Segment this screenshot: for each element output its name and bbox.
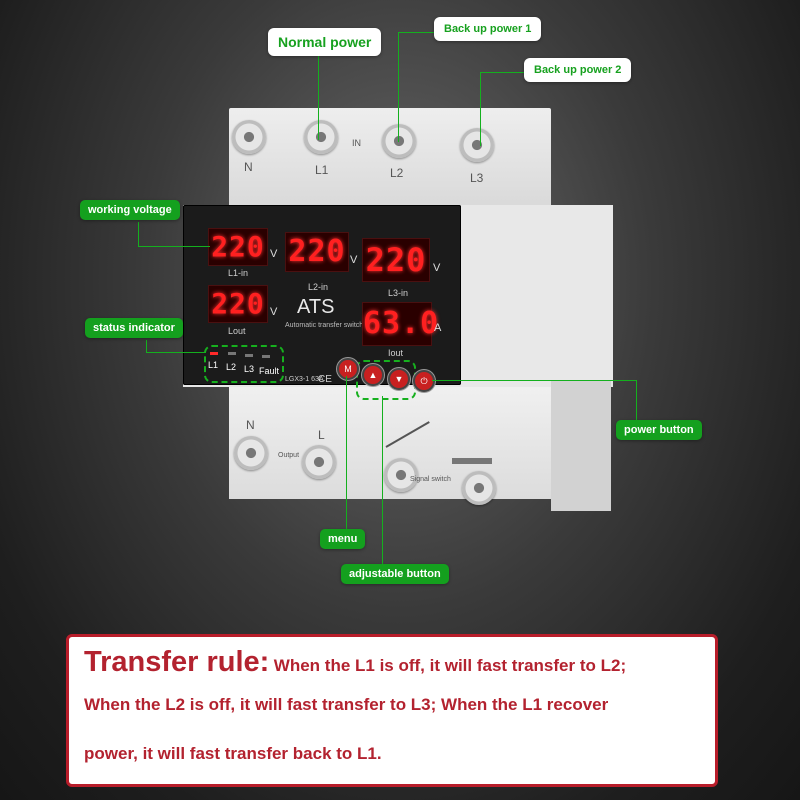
brand-subtitle: Automatic transfer switch — [285, 322, 364, 329]
label-n-bottom: N — [246, 418, 255, 432]
terminal-n-bottom — [234, 436, 268, 470]
line-menu — [346, 376, 347, 530]
transfer-rule-title: Transfer rule: — [84, 646, 270, 678]
callout-backup-power-1: Back up power 1 — [434, 17, 542, 41]
led-l1 — [210, 352, 218, 355]
line-backup2-v — [480, 72, 481, 146]
status-indicator-group — [204, 345, 284, 383]
transfer-rule-box — [66, 634, 718, 787]
indicator-label-l2: L2 — [226, 362, 237, 372]
transfer-rule-text-2: When the L2 is off, it will fast transfe… — [84, 695, 609, 714]
display-l2-voltage: 220 — [285, 232, 349, 272]
line-adjust — [382, 396, 383, 564]
display-l3-voltage: 220 — [362, 238, 430, 282]
callout-normal-power: Normal power — [268, 28, 382, 56]
line-backup1-h — [398, 32, 438, 33]
line-status-v — [146, 340, 147, 352]
unit-v-out: V — [270, 306, 278, 318]
line-voltage-h — [138, 246, 210, 247]
callout-menu: menu — [320, 529, 366, 549]
down-button[interactable]: ▼ — [388, 368, 410, 390]
model-label: LGX3-1 63A — [285, 376, 324, 383]
callout-status-indicator: status indicator — [85, 318, 183, 338]
label-in: IN — [352, 138, 361, 148]
line-backup2-h — [480, 72, 526, 73]
device-top-block — [229, 108, 551, 208]
device-bottom-side — [551, 381, 611, 511]
unit-v-1: V — [270, 248, 278, 260]
label-l2-in: L2-in — [308, 282, 329, 292]
line-status-h — [146, 352, 206, 353]
led-l2 — [228, 352, 236, 355]
unit-v-3: V — [433, 262, 441, 274]
brand-ats: ATS — [297, 296, 335, 318]
display-l1-voltage: 220 — [208, 228, 268, 266]
terminal-l3 — [460, 128, 494, 162]
callout-power-button: power button — [616, 420, 702, 440]
line-power-v — [636, 380, 637, 420]
terminal-n-top — [232, 120, 266, 154]
callout-working-voltage: working voltage — [80, 200, 180, 220]
label-l-bottom: L — [318, 428, 325, 442]
indicator-label-l1: L1 — [208, 360, 219, 370]
label-iout: Iout — [388, 348, 404, 358]
power-button[interactable]: ⏻ — [413, 370, 435, 392]
terminal-l-bottom — [302, 445, 336, 479]
label-l1-in: L1-in — [228, 268, 249, 278]
unit-a: A — [434, 322, 442, 334]
terminal-l2 — [382, 124, 416, 158]
switch-bar — [452, 458, 492, 464]
transfer-rule-text-1: When the L1 is off, it will fast transfe… — [273, 656, 627, 675]
label-signal-switch: Signal switch — [410, 476, 451, 483]
label-l3-in: L3-in — [388, 288, 409, 298]
display-output-voltage: 220 — [208, 285, 268, 323]
led-l3 — [245, 354, 253, 357]
transfer-rule-text-3: power, it will fast transfer back to L1. — [84, 744, 382, 763]
callout-backup-power-2: Back up power 2 — [524, 58, 632, 82]
display-output-current: 63.0 — [362, 302, 438, 346]
ce-mark: CE — [318, 374, 332, 385]
label-n-top: N — [244, 160, 253, 174]
unit-v-2: V — [350, 254, 358, 266]
label-l2: L2 — [390, 166, 404, 180]
terminal-signal-2 — [462, 471, 496, 505]
label-l1: L1 — [315, 163, 329, 177]
menu-button[interactable]: M — [337, 358, 359, 380]
line-power-h — [432, 380, 636, 381]
terminal-l1 — [304, 120, 338, 154]
line-backup1-v — [398, 32, 399, 142]
label-l3: L3 — [470, 171, 484, 185]
label-output: Output — [278, 452, 300, 459]
indicator-label-l3: L3 — [244, 364, 255, 374]
line-voltage-v — [138, 222, 139, 246]
transfer-rule-line-1: Transfer rule: When the L1 is off, it wi… — [84, 646, 626, 679]
terminal-signal-1 — [384, 458, 418, 492]
indicator-label-fault: Fault — [259, 366, 280, 376]
up-button[interactable]: ▲ — [362, 364, 384, 386]
label-lout: Lout — [228, 326, 246, 336]
led-fault — [262, 355, 270, 358]
line-normal-power — [318, 56, 319, 140]
callout-adjustable-button: adjustable button — [341, 564, 449, 584]
